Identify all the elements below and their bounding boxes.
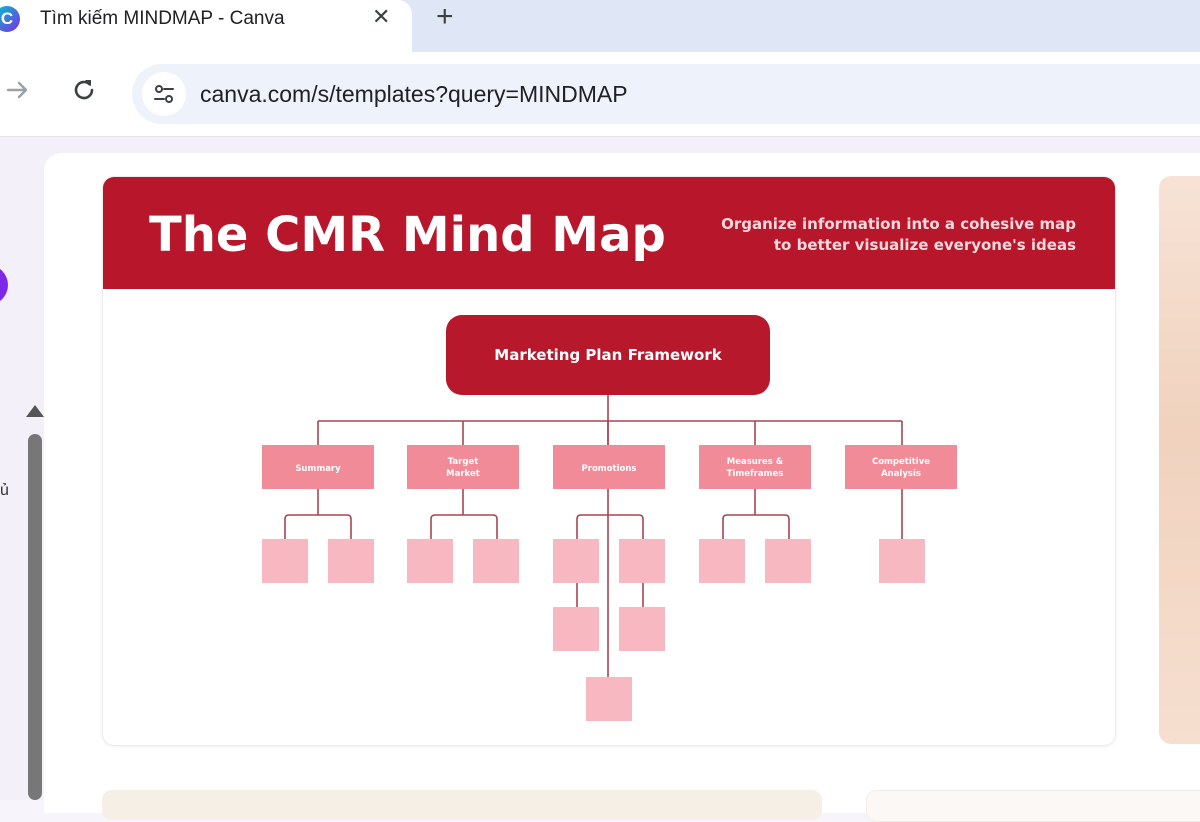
leaf-node xyxy=(553,607,599,651)
header-band xyxy=(103,177,1115,289)
leaf-nodes xyxy=(262,539,925,721)
template-preview: The CMR Mind Map Organize information in… xyxy=(103,177,1115,721)
template-card-below-1[interactable] xyxy=(102,790,822,820)
branch-label-line2: Analysis xyxy=(881,469,921,479)
branch-node-target-market: Target Market xyxy=(407,445,519,489)
branch-label-line2: Timeframes xyxy=(727,469,784,479)
template-title: The CMR Mind Map xyxy=(149,207,666,263)
leaf-node xyxy=(473,539,519,583)
leaf-node xyxy=(328,539,374,583)
branch-label-line2: Market xyxy=(446,469,480,479)
tab-title: Tìm kiếm MINDMAP - Canva xyxy=(40,8,285,29)
leaf-node xyxy=(553,539,599,583)
leaf-node xyxy=(586,677,632,721)
root-node: Marketing Plan Framework xyxy=(446,315,770,395)
sidebar-label-fragment: ủ xyxy=(0,482,9,499)
template-card-below-2[interactable] xyxy=(866,790,1200,822)
browser-toolbar: canva.com/s/templates?query=MINDMAP xyxy=(0,52,1200,137)
template-subtitle-line1: Organize information into a cohesive map xyxy=(721,215,1076,233)
tab-strip: C Tìm kiếm MINDMAP - Canva ✕ + xyxy=(0,0,1200,52)
root-node-label: Marketing Plan Framework xyxy=(494,346,722,364)
scrollbar-thumb[interactable] xyxy=(28,434,42,800)
close-tab-icon[interactable]: ✕ xyxy=(372,4,391,29)
branch-node-summary: Summary xyxy=(262,445,374,489)
address-bar[interactable]: canva.com/s/templates?query=MINDMAP xyxy=(132,64,1200,124)
template-card-cmr-mind-map[interactable]: The CMR Mind Map Organize information in… xyxy=(102,176,1116,746)
leaf-node xyxy=(262,539,308,583)
template-card-next[interactable] xyxy=(1159,176,1200,744)
leaf-node xyxy=(619,539,665,583)
browser-tab[interactable]: C Tìm kiếm MINDMAP - Canva ✕ xyxy=(0,0,412,52)
connector-lines xyxy=(284,395,903,717)
branch-label-line1: Measures & xyxy=(727,457,784,467)
branch-label: Summary xyxy=(295,464,341,474)
forward-arrow-icon[interactable] xyxy=(4,76,32,109)
left-sidebar: ủ xyxy=(0,137,44,800)
reload-icon[interactable] xyxy=(70,76,98,109)
scroll-up-arrow-icon[interactable] xyxy=(26,405,44,417)
canva-favicon-icon: C xyxy=(0,6,20,32)
leaf-node xyxy=(879,539,925,583)
url-text[interactable]: canva.com/s/templates?query=MINDMAP xyxy=(200,81,628,107)
branch-node-competitive-analysis: Competitive Analysis xyxy=(845,445,957,489)
leaf-node xyxy=(407,539,453,583)
site-settings-icon[interactable] xyxy=(142,72,186,116)
branch-node-promotions: Promotions xyxy=(553,445,665,489)
leaf-node xyxy=(619,607,665,651)
branch-label-line1: Target xyxy=(448,457,479,467)
avatar[interactable] xyxy=(0,265,8,305)
branch-label: Promotions xyxy=(582,464,637,474)
branch-label-line1: Competitive xyxy=(872,457,930,467)
leaf-node xyxy=(765,539,811,583)
leaf-node xyxy=(699,539,745,583)
branch-node-measures-timeframes: Measures & Timeframes xyxy=(699,445,811,489)
new-tab-icon[interactable]: + xyxy=(436,0,454,33)
template-subtitle-line2: to better visualize everyone's ideas xyxy=(774,236,1076,254)
